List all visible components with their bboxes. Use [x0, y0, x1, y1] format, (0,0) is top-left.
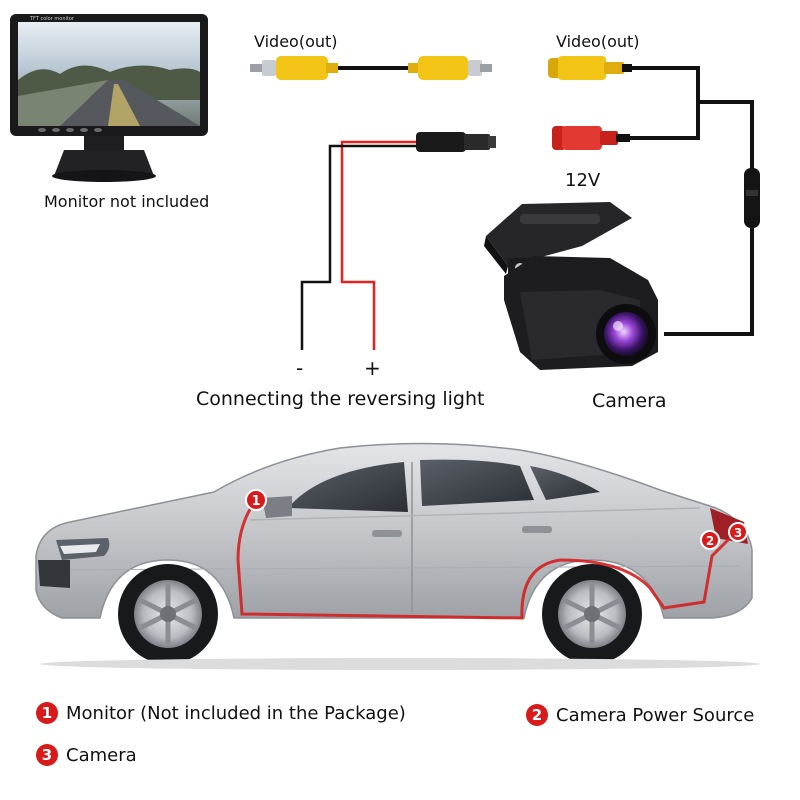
car-marker-3: 3 [728, 522, 748, 542]
monitor-illustration: TFT color monitor [10, 14, 208, 182]
legend-badge-2: 2 [526, 704, 548, 726]
legend-badge-1: 1 [36, 702, 58, 724]
car-illustration [35, 442, 760, 670]
car-marker-2: 2 [700, 530, 720, 550]
legend-badge-3: 3 [36, 744, 58, 766]
legend-item-power: 2 Camera Power Source [526, 704, 754, 726]
video-out-left-label: Video(out) [254, 32, 338, 51]
car-marker-1: 1 [245, 489, 267, 511]
car-marker-1-label: 1 [251, 494, 260, 509]
video-out-right-label: Video(out) [556, 32, 640, 51]
power-cable-left [300, 132, 496, 350]
monitor-screen-text: TFT color monitor [29, 16, 75, 22]
cable-route [236, 499, 736, 620]
reversing-light-label: Connecting the reversing light [196, 388, 485, 410]
legend-item-monitor: 1 Monitor (Not included in the Package) [36, 702, 406, 724]
monitor-note-label: Monitor not included [44, 192, 210, 211]
video-cable-left [250, 56, 492, 80]
voltage-label: 12V [565, 170, 601, 191]
legend-text-power: Camera Power Source [556, 704, 755, 726]
car-marker-3-label: 3 [734, 526, 742, 540]
plus-terminal-label: + [364, 356, 381, 380]
legend-text-monitor: Monitor (Not included in the Package) [66, 702, 406, 724]
car-marker-2-label: 2 [706, 534, 714, 548]
camera-label: Camera [592, 390, 667, 412]
legend-text-camera: Camera [66, 744, 137, 766]
legend-item-camera: 3 Camera [36, 744, 137, 766]
camera-illustration [484, 202, 658, 370]
minus-terminal-label: - [296, 356, 304, 380]
video-cable-right [548, 56, 760, 336]
